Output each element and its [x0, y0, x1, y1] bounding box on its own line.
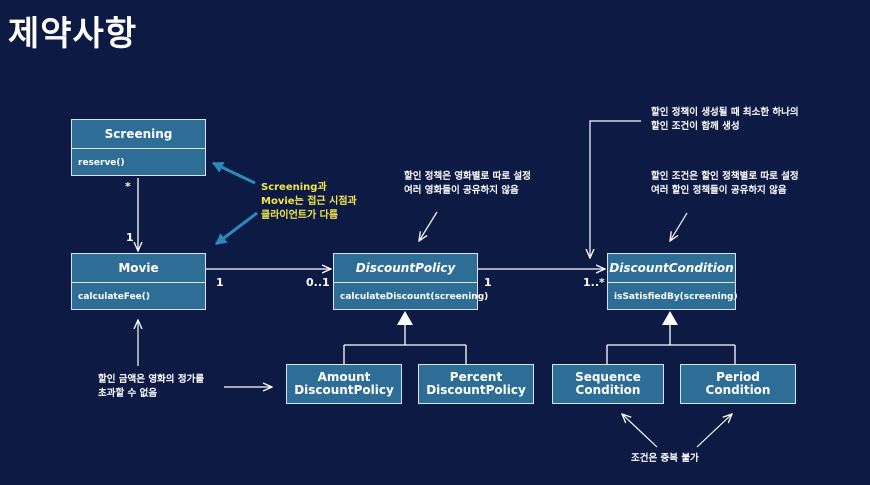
discount-policy-class: DiscountPolicy calculateDiscount(screeni…	[333, 253, 489, 310]
condition-created-note-line: 할인 정책이 생성될 때 최소한 하나의	[651, 107, 799, 118]
no-duplicate-note: 조건은 중복 불가	[631, 452, 699, 466]
condition-shared-note: 할인 조건은 할인 정책별로 따로 설정 여러 할인 정책들이 공유하지 않음	[651, 170, 799, 198]
no-duplicate-arrow-right	[696, 414, 732, 448]
movie-class-name: Movie	[72, 254, 205, 283]
sequence-line1: Sequence	[575, 370, 641, 384]
movie-policy-zero-one-label: 0..1	[306, 276, 330, 289]
policy-shared-note: 할인 정책은 영화별로 따로 설정 여러 영화들이 공유하지 않음	[404, 170, 531, 198]
client-view-arrow-top	[212, 161, 256, 185]
policy-note-arrow	[419, 211, 438, 241]
percent-discount-policy-class: Percent DiscountPolicy	[418, 364, 534, 404]
period-condition-class: Period Condition	[680, 364, 796, 404]
client-view-note-line: 클라이언트가 다름	[261, 210, 339, 221]
condition-shared-note-line: 할인 조건은 할인 정책별로 따로 설정	[651, 171, 799, 182]
screening-class: Screening reserve()	[71, 119, 206, 176]
client-view-note-line: Screening과	[261, 182, 327, 193]
condition-created-arrow	[590, 120, 641, 258]
condition-inheritance-triangle	[662, 311, 678, 325]
discount-policy-class-name: DiscountPolicy	[334, 254, 477, 283]
percent-line1: Percent	[449, 370, 503, 384]
screening-method: reserve()	[78, 157, 125, 168]
policy-shared-note-line: 여러 영화들이 공유하지 않음	[404, 185, 519, 196]
condition-note-arrow	[670, 212, 688, 241]
percent-line2: DiscountPolicy	[426, 383, 526, 397]
movie-policy-limit-note-line: 할인 금액은 영화의 정가를	[98, 374, 205, 385]
condition-shared-note-line: 여러 할인 정책들이 공유하지 않음	[651, 185, 787, 196]
condition-created-note-line: 할인 조건이 함께 생성	[651, 121, 740, 132]
policy-condition-one-label: 1	[484, 276, 492, 289]
discount-policy-method: calculateDiscount(screening)	[340, 291, 489, 302]
screening-movie-one-label: 1	[126, 231, 134, 244]
amount-line1: Amount	[317, 370, 371, 384]
movie-policy-one-label: 1	[216, 276, 224, 289]
no-duplicate-arrow-left	[622, 414, 658, 448]
policy-condition-many-label: 1..*	[583, 276, 605, 289]
movie-policy-limit-note: 할인 금액은 영화의 정가를 초과할 수 없음	[98, 373, 204, 401]
discount-condition-class-name: DiscountCondition	[608, 254, 735, 283]
client-view-arrow-bottom	[215, 211, 258, 246]
policy-shared-note-line: 할인 정책은 영화별로 따로 설정	[404, 171, 531, 182]
amount-discount-policy-class: Amount DiscountPolicy	[286, 364, 402, 404]
sequence-line2: Condition	[575, 383, 641, 397]
sequence-condition-class: Sequence Condition	[552, 364, 664, 404]
no-duplicate-note-line: 조건은 중복 불가	[631, 453, 699, 464]
client-view-note: Screening과 Movie는 접근 시점과 클라이언트가 다름	[261, 181, 357, 223]
movie-method: calculateFee()	[78, 291, 151, 302]
period-line2: Condition	[705, 383, 771, 397]
screening-movie-star-label: *	[125, 180, 131, 193]
amount-line2: DiscountPolicy	[294, 383, 394, 397]
policy-inheritance-triangle	[397, 311, 413, 325]
condition-created-note: 할인 정책이 생성될 때 최소한 하나의 할인 조건이 함께 생성	[651, 106, 799, 134]
client-view-note-line: Movie는 접근 시점과	[261, 196, 357, 207]
period-line1: Period	[716, 370, 760, 384]
discount-condition-method: isSatisfiedBy(screening)	[614, 291, 738, 302]
discount-condition-class: DiscountCondition isSatisfiedBy(screenin…	[607, 253, 738, 310]
screening-class-name: Screening	[72, 120, 205, 149]
page-title: 제약사항	[8, 14, 138, 54]
movie-policy-limit-note-line: 초과할 수 없음	[98, 388, 158, 399]
movie-class: Movie calculateFee()	[71, 253, 206, 310]
